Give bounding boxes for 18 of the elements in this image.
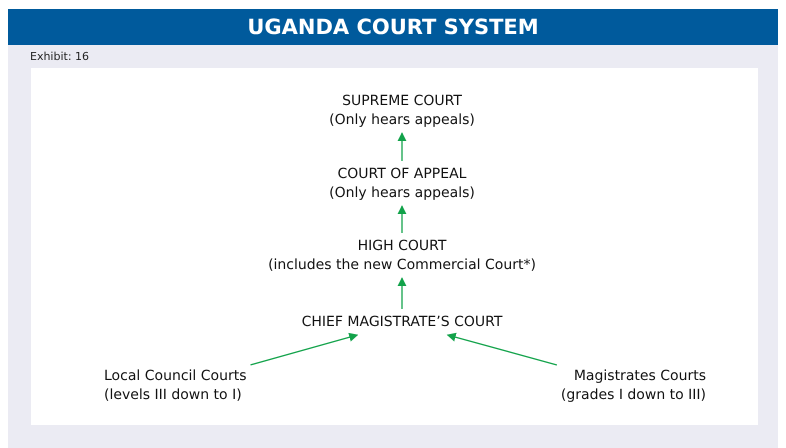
arrow: [397, 277, 407, 309]
court-name: HIGH COURT: [356, 237, 448, 256]
court-note: (Only hears appeals): [329, 184, 475, 203]
court-name: Local Council Courts: [104, 367, 247, 386]
court-note: (includes the new Commercial Court*): [268, 256, 536, 275]
arrow: [446, 332, 558, 366]
arrow: [397, 205, 407, 233]
court-note: (grades I down to III): [560, 386, 706, 405]
court-note: (Only hears appeals): [329, 111, 475, 130]
court-name: Magistrates Courts: [572, 367, 706, 386]
court-name: COURT OF APPEAL: [336, 165, 468, 184]
title-banner: UGANDA COURT SYSTEM: [8, 9, 778, 45]
arrow: [397, 132, 407, 161]
arrow: [250, 332, 358, 366]
court-name: CHIEF MAGISTRATE’S COURT: [302, 313, 502, 332]
court-note: (levels III down to I): [104, 386, 243, 405]
exhibit-label: Exhibit: 16: [30, 50, 90, 63]
court-name: SUPREME COURT: [341, 92, 463, 111]
